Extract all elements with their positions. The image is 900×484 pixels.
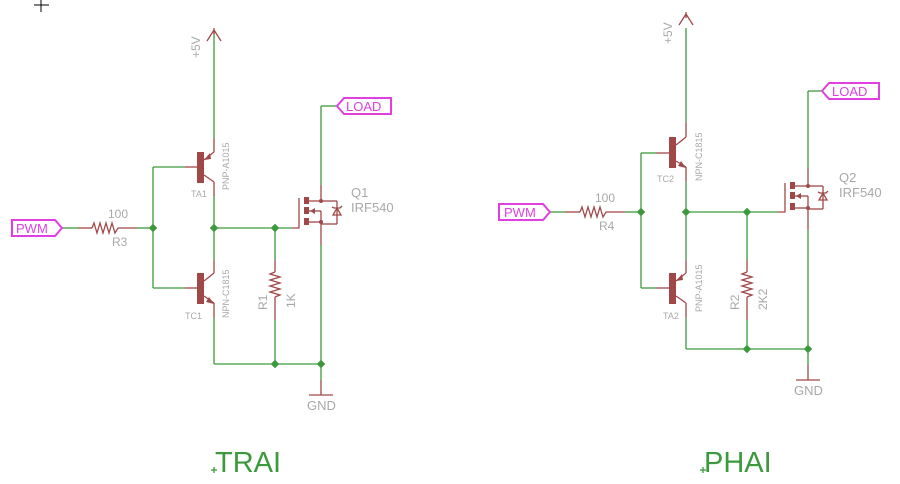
title-right: PHAI <box>704 447 772 479</box>
r1-value: 1K <box>284 293 298 308</box>
supply-5v-symbol: +5V <box>189 28 222 58</box>
resistor-r1[interactable]: R1 1K <box>256 260 298 320</box>
load-port-label-right: LOAD <box>832 84 867 99</box>
pwm-port-label-right: PWM <box>504 205 536 220</box>
ta2-value: PNP-A1015 <box>694 264 704 312</box>
resistor-r2[interactable]: R2 2K2 <box>728 260 770 320</box>
r2-value: 2K2 <box>756 288 770 310</box>
circuit-phai: +5V PWM 100 R4 TC2 NPN-C1815 <box>498 12 882 479</box>
title-trai: TRAI <box>211 447 281 479</box>
resistor-r4[interactable]: 100 R4 <box>565 191 625 233</box>
gnd-label-right: GND <box>794 383 823 398</box>
mosfet-q1[interactable]: Q1 IRF540 <box>292 185 394 245</box>
wires-left <box>62 32 337 380</box>
load-port-right[interactable]: LOAD <box>820 82 880 100</box>
transistor-ta1[interactable]: TA1 PNP-A1015 <box>185 138 231 199</box>
q1-value: IRF540 <box>351 200 394 215</box>
pwm-port-right[interactable]: PWM <box>498 203 552 221</box>
tc2-name: TC2 <box>657 174 674 184</box>
pwm-port[interactable]: PWM <box>11 219 64 237</box>
tc2-value: NPN-C1815 <box>694 132 704 181</box>
transistor-tc2[interactable]: TC2 NPN-C1815 <box>656 122 704 184</box>
r4-name: R4 <box>599 219 615 233</box>
crosshair-cursor-icon <box>34 0 49 12</box>
ta1-value: PNP-A1015 <box>221 142 231 190</box>
junctions-right <box>636 207 813 354</box>
r2-name: R2 <box>728 294 742 310</box>
circuit-trai: +5V PWM 100 R3 TA1 PNP-A1015 <box>11 28 394 479</box>
ta1-name: TA1 <box>191 189 207 199</box>
tc1-name: TC1 <box>185 311 202 321</box>
q1-name: Q1 <box>351 185 368 200</box>
ground-symbol-right: GND <box>794 365 823 398</box>
resistor-r3[interactable]: 100 R3 <box>78 207 137 249</box>
ta2-name: TA2 <box>663 311 679 321</box>
r1-name: R1 <box>256 294 270 310</box>
transistor-ta2[interactable]: TA2 PNP-A1015 <box>656 260 704 321</box>
mosfet-q2[interactable]: Q2 IRF540 <box>778 168 882 230</box>
supply-5v-symbol-right: +5V <box>661 12 694 44</box>
q2-name: Q2 <box>839 170 856 185</box>
junctions-left <box>148 223 326 369</box>
transistor-tc1[interactable]: TC1 NPN-C1815 <box>185 260 231 321</box>
load-port[interactable]: LOAD <box>335 97 392 115</box>
supply-label: +5V <box>189 36 203 58</box>
r4-value: 100 <box>595 191 615 205</box>
gnd-label: GND <box>307 398 336 413</box>
q2-value: IRF540 <box>839 185 882 200</box>
tc1-value: NPN-C1815 <box>221 269 231 318</box>
load-port-label: LOAD <box>346 99 381 114</box>
pwm-port-label: PWM <box>16 221 48 236</box>
r3-name: R3 <box>112 235 128 249</box>
title-left: TRAI <box>215 447 281 479</box>
title-phai: PHAI <box>700 447 772 479</box>
ground-symbol: GND <box>307 380 336 413</box>
r3-value: 100 <box>108 207 128 221</box>
supply-label-right: +5V <box>661 22 675 44</box>
